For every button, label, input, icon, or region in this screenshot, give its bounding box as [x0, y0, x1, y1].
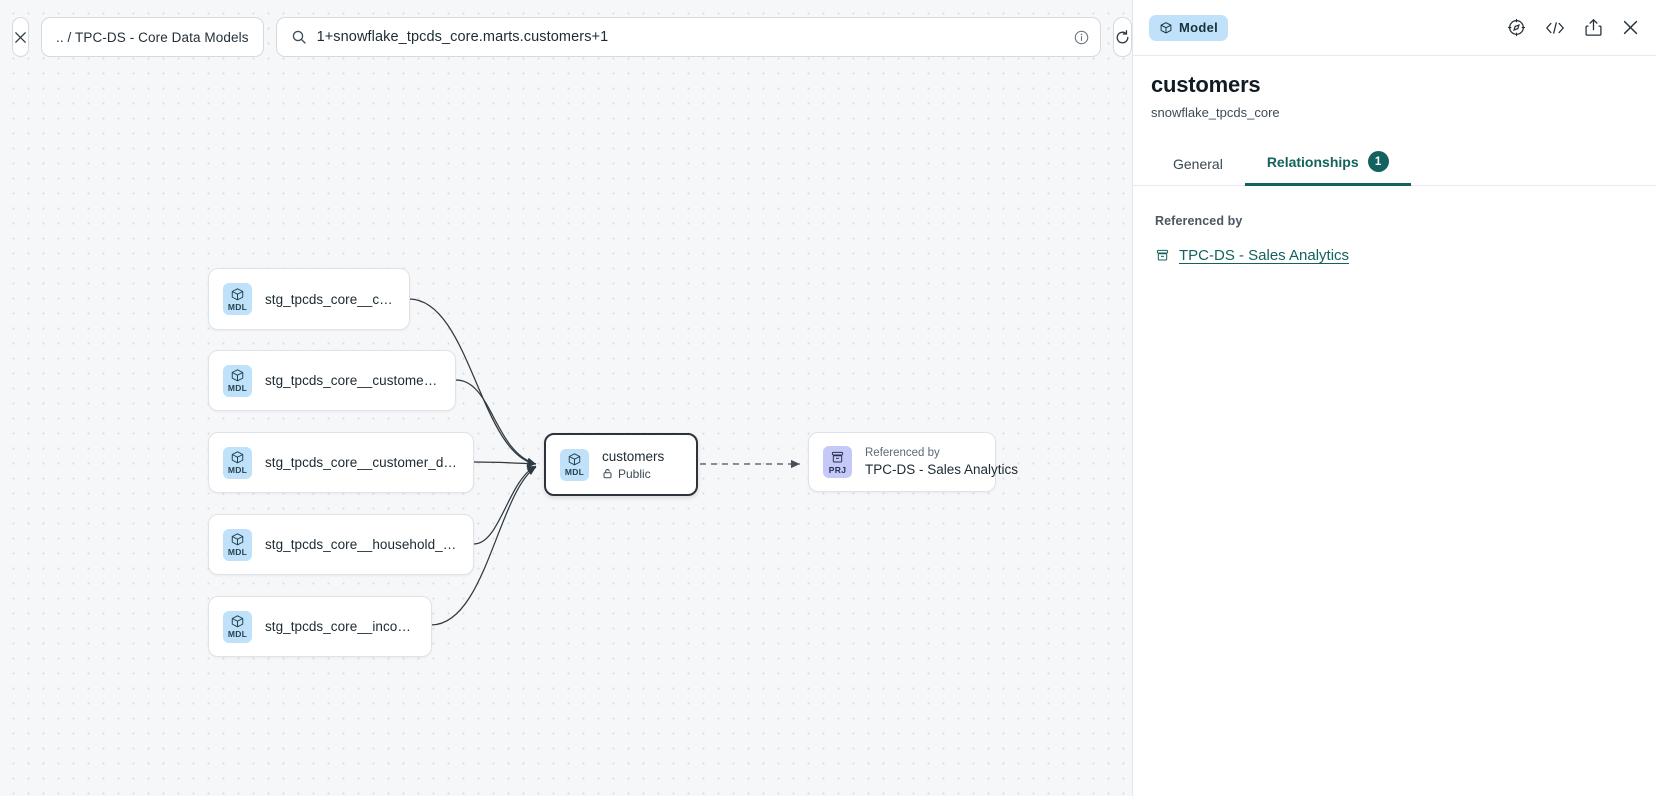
badge-text: MDL	[227, 383, 248, 393]
panel-header: customers snowflake_tpcds_core	[1133, 56, 1656, 120]
node-label: stg_tpcds_core__customer	[265, 291, 395, 307]
lineage-node-upstream-3[interactable]: MDL stg_tpcds_core__household_demogr…	[208, 514, 474, 575]
tab-count-badge: 1	[1367, 151, 1389, 172]
node-title: customers	[602, 448, 665, 464]
tab-relationships[interactable]: Relationships 1	[1244, 142, 1411, 186]
tab-general[interactable]: General	[1151, 147, 1245, 186]
node-access: Public	[602, 467, 664, 481]
close-icon	[15, 31, 26, 43]
cube-icon	[231, 287, 244, 300]
cube-icon	[231, 533, 244, 546]
node-text-stack: Referenced by TPC-DS - Sales Analytics	[865, 447, 1019, 477]
lineage-node-upstream-1[interactable]: MDL stg_tpcds_core__customer_address	[208, 350, 456, 411]
cube-icon	[1160, 21, 1172, 33]
node-title: TPC-DS - Sales Analytics	[865, 462, 1019, 477]
model-badge: MDL	[223, 364, 252, 397]
referenced-by-link[interactable]: TPC-DS - Sales Analytics	[1179, 247, 1350, 264]
node-kicker: Referenced by	[865, 447, 940, 459]
model-badge: MDL	[223, 528, 252, 561]
cube-icon	[568, 453, 581, 466]
panel-subtitle: snowflake_tpcds_core	[1151, 105, 1280, 120]
badge-text: MDL	[227, 465, 248, 475]
cube-icon	[231, 369, 244, 382]
lineage-node-upstream-4[interactable]: MDL stg_tpcds_core__income_band	[208, 596, 432, 657]
section-label-referenced-by: Referenced by	[1155, 214, 1243, 228]
badge-text: PRJ	[828, 464, 847, 475]
lineage-search-box[interactable]	[275, 17, 1101, 57]
canvas-toolbar: .. / TPC-DS - Core Data Models	[0, 0, 1132, 74]
breadcrumb[interactable]: .. / TPC-DS - Core Data Models	[41, 17, 264, 57]
cube-icon	[231, 451, 244, 464]
lineage-node-upstream-0[interactable]: MDL stg_tpcds_core__customer	[208, 268, 410, 330]
lineage-node-upstream-2[interactable]: MDL stg_tpcds_core__customer_demogra…	[208, 432, 474, 493]
panel-tabs: General Relationships 1	[1133, 142, 1656, 186]
share-icon[interactable]	[1584, 18, 1603, 37]
entity-type-chip: Model	[1149, 14, 1229, 41]
lineage-edges	[408, 298, 800, 626]
breadcrumb-label: .. / TPC-DS - Core Data Models	[56, 29, 249, 45]
model-badge: MDL	[560, 448, 589, 481]
page-title: customers	[1151, 72, 1261, 97]
model-badge: MDL	[223, 446, 252, 479]
close-lineage-button[interactable]	[12, 17, 29, 57]
badge-text: MDL	[227, 301, 248, 312]
model-badge: MDL	[223, 283, 252, 315]
lineage-node-project[interactable]: PRJ Referenced by TPC-DS - Sales Analyti…	[808, 432, 1019, 492]
project-badge: PRJ	[823, 446, 852, 478]
code-icon-glyph	[1546, 21, 1564, 34]
tab-label: Relationships	[1266, 153, 1359, 170]
panel-toolbar: Model	[1133, 0, 1656, 56]
search-icon	[292, 30, 306, 44]
tab-label: General	[1173, 156, 1223, 172]
lineage-canvas[interactable]: .. / TPC-DS - Core Data Models	[0, 0, 1132, 796]
cube-icon	[231, 615, 244, 628]
panel-actions	[1507, 18, 1640, 37]
code-icon[interactable]	[1544, 19, 1566, 37]
node-access-label: Public	[618, 466, 651, 481]
lineage-node-selected-customers[interactable]: MDL customers Public	[544, 433, 698, 496]
badge-text: MDL	[564, 467, 585, 477]
explore-icon[interactable]	[1507, 18, 1526, 37]
list-item[interactable]: TPC-DS - Sales Analytics	[1155, 247, 1638, 264]
info-circle-icon[interactable]	[1073, 29, 1090, 46]
node-label: stg_tpcds_core__customer_demogra…	[265, 455, 459, 470]
node-label: stg_tpcds_core__household_demogr…	[265, 537, 459, 552]
project-icon	[831, 451, 844, 462]
project-icon	[1156, 249, 1169, 261]
panel-body: Referenced by TPC-DS - Sales Analytics	[1133, 186, 1656, 264]
close-icon	[1623, 20, 1638, 35]
details-panel: Model	[1132, 0, 1656, 796]
refresh-icon	[1116, 29, 1129, 43]
badge-text: MDL	[227, 629, 248, 639]
node-label: stg_tpcds_core__income_band	[265, 619, 417, 634]
node-text-stack: customers Public	[602, 449, 664, 481]
refresh-button[interactable]	[1112, 17, 1132, 57]
search-input[interactable]	[316, 29, 1063, 45]
close-panel-icon[interactable]	[1621, 18, 1640, 37]
badge-text: MDL	[227, 547, 248, 557]
entity-type-label: Model	[1179, 20, 1219, 35]
node-label: stg_tpcds_core__customer_address	[265, 373, 441, 388]
explore-icon-glyph	[1507, 18, 1526, 37]
share-icon-glyph	[1585, 19, 1602, 36]
lock-icon	[603, 469, 612, 479]
model-badge: MDL	[223, 610, 252, 643]
